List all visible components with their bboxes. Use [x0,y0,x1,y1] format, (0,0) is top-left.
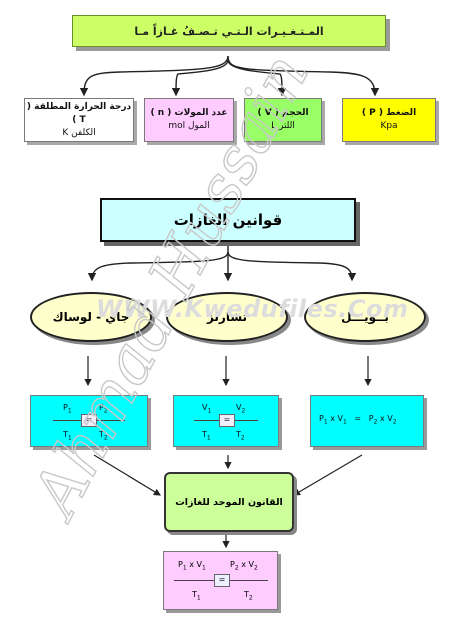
formula-boyle: P1 x V1 = P2 x V2 [310,395,424,447]
var-box-volume: الحجم ( V ) اللتر L [244,98,322,142]
var-name: درجة الحرارة المطلقة ( T ) [26,101,132,125]
law-oval-gay-lussac: جاي - لوساك [30,292,152,342]
equals-sign: = [219,414,235,427]
var-unit: المول mol [168,121,210,131]
var-unit: Kpa [380,121,398,131]
law-oval-charles: تشارلز [166,292,288,342]
equals-sign: = [354,414,362,423]
formula-charles: V1 V2 = T1 T2 [173,395,279,447]
var-box-pressure: الضغط ( P ) Kpa [342,98,436,142]
combined-law-label: القانون الموحد للغازات [175,496,283,508]
formula-gay-lussac: P1 P2 = T1 T2 [30,395,148,447]
equals-sign: = [81,414,97,427]
top-brace [79,55,229,97]
var-name: الحجم ( V ) [257,108,309,118]
var-unit: اللتر L [271,121,295,131]
variables-title: المـتـغـيـرات الـتـي تـصـفُ غـازاً مـا [72,15,386,47]
var-unit: الكلفن K [62,127,96,138]
formula-combined: P1 x V1 P2 x V2 = T1 T2 [163,551,278,610]
law-oval-boyle: بــويـــل [304,292,426,342]
law-name: تشارلز [206,310,248,324]
law-name: جاي - لوساك [52,310,130,324]
watermark-name: Ahmad Hussain [16,42,323,532]
var-name: الضغط ( P ) [361,108,417,118]
var-name: عدد المولات ( n ) [150,108,228,118]
law-name: بــويـــل [341,310,389,324]
var-box-temperature: درجة الحرارة المطلقة ( T ) الكلفن K [24,98,134,142]
gas-laws-title: قوانين الغازات [100,198,356,242]
equals-sign: = [214,574,230,587]
combined-law-title: القانون الموحد للغازات [164,472,294,532]
var-box-moles: عدد المولات ( n ) المول mol [144,98,234,142]
